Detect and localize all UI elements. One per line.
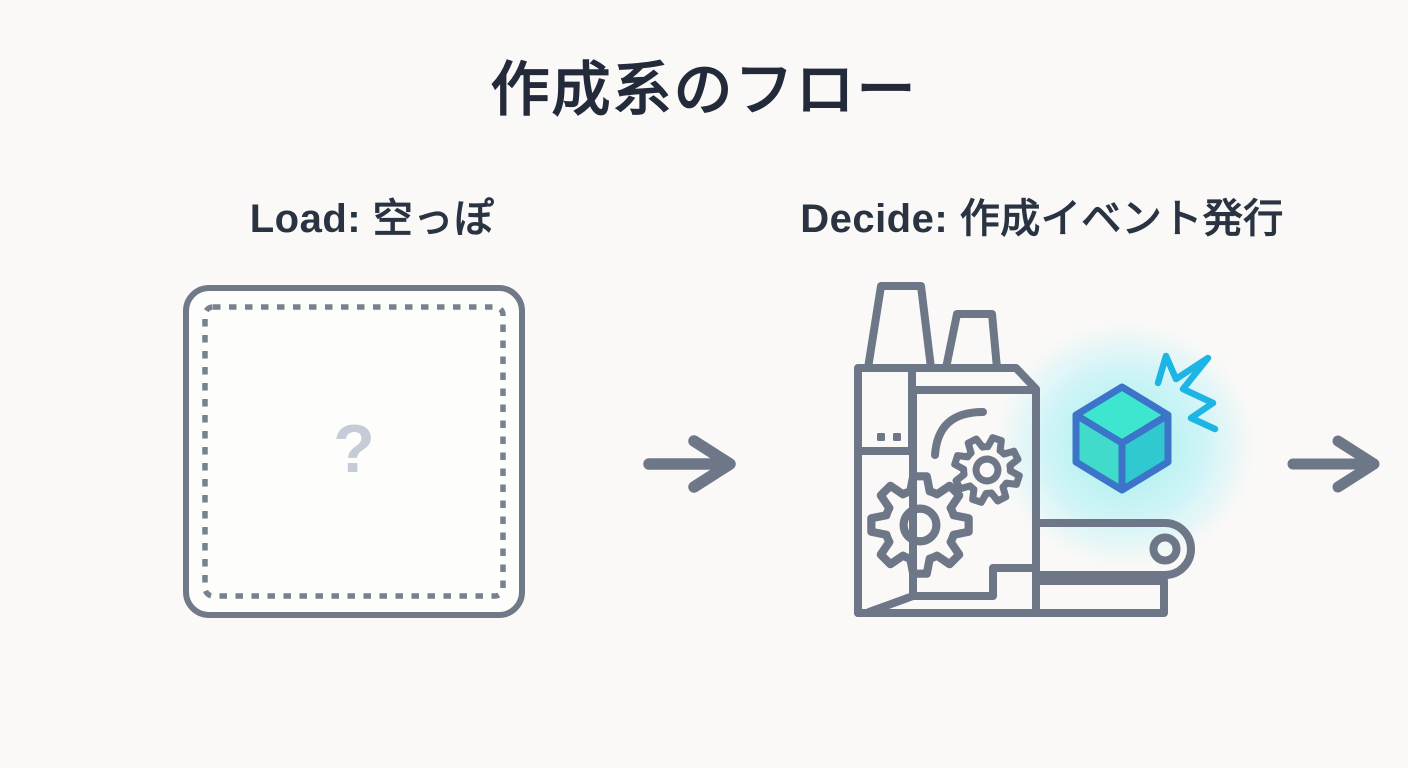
step-label-decide: Decide: 作成イベント発行: [800, 197, 1284, 241]
cube-icon: [1072, 383, 1172, 494]
arrow-right-icon: [1287, 435, 1380, 493]
window-dot: [893, 433, 901, 441]
conveyor-roller: [1149, 533, 1181, 565]
conveyor-belt: [1032, 519, 1195, 579]
empty-state-box: ?: [183, 285, 525, 618]
page-title: 作成系のフロー: [490, 57, 918, 123]
gear-large-icon: [871, 476, 968, 573]
step-label-load: Load: 空っぽ: [249, 197, 495, 241]
factory-icon: [854, 282, 1195, 617]
factory-chimney-left: [864, 282, 935, 372]
factory-chimney-right: [942, 310, 1001, 372]
dashed-inner-border: [202, 304, 506, 599]
factory-floor: [854, 577, 1168, 617]
window-dot: [877, 433, 885, 441]
arrow-right-icon: [643, 435, 736, 493]
spark-icon: [1154, 352, 1219, 433]
motion-arc: [931, 408, 987, 459]
factory-panel-step: [909, 564, 1040, 600]
question-mark-icon: ?: [333, 410, 375, 487]
